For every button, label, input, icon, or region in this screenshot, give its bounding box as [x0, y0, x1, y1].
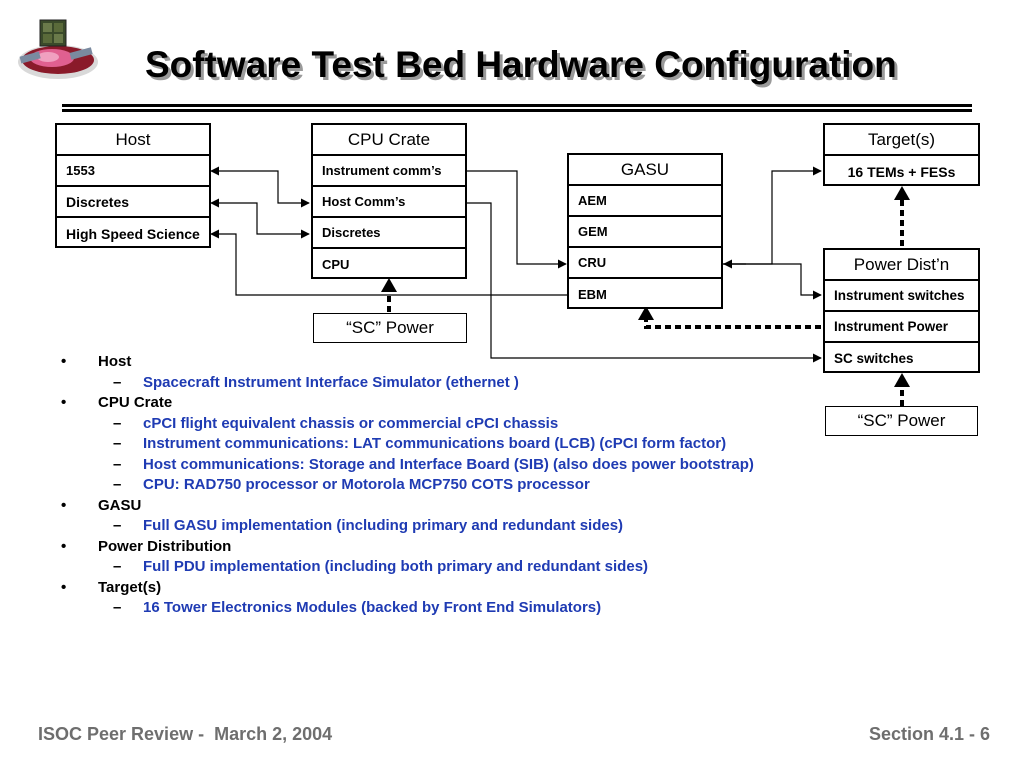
title-rule-bottom [62, 109, 972, 112]
targets-title: Target(s) [825, 125, 978, 156]
sub-bullet-tower-modules: –16 Tower Electronics Modules (backed by… [113, 599, 602, 616]
sc-power-left-box: “SC” Power [313, 313, 467, 343]
gasu-row-gem: GEM [569, 217, 721, 248]
host-row-discretes: Discretes [57, 187, 209, 218]
cpu-row-cpu: CPU [322, 257, 350, 272]
host-row-high-speed-science: High Speed Science [66, 225, 200, 242]
bullet-host: •Host [61, 353, 132, 370]
sub-bullet-pdu-impl: –Full PDU implementation (including both… [113, 558, 649, 575]
mission-logo-icon [18, 19, 98, 79]
footer-left: ISOC Peer Review - March 2, 2004 [38, 724, 333, 744]
host-row-1553: 1553 [57, 156, 209, 187]
cpu-row-instrument-comms: Instrument comm’s [313, 156, 465, 187]
power-row-instrument-switches: Instrument switches [825, 281, 978, 312]
power-link-gasu [644, 318, 821, 329]
link-instcomm-cru [467, 170, 567, 269]
bullet-list: •Host –Spacecraft Instrument Interface S… [58, 352, 958, 619]
sub-bullet-instrument-comms: –Instrument communications: LAT communic… [113, 435, 727, 452]
targets-box: Target(s) 16 TEMs + FESs [823, 123, 980, 186]
host-box: Host 1553 Discretes High Speed Science [55, 123, 211, 248]
footer-right: Section 4.1 - 6 [868, 724, 990, 744]
power-distribution-title: Power Dist’n [825, 250, 978, 281]
cpu-row-discretes: Discretes [313, 218, 465, 249]
cpu-crate-box: CPU Crate Instrument comm’s Host Comm’s … [311, 123, 467, 279]
power-row-instrument-power: Instrument Power [825, 312, 978, 343]
link-cru-powerswitches [723, 263, 822, 300]
link-hostcomm-scswitches [467, 202, 822, 363]
bullet-targets: •Target(s) [61, 578, 162, 596]
sc-power-right-box: “SC” Power [825, 406, 978, 436]
gasu-title: GASU [569, 155, 721, 186]
power-distribution-box: Power Dist’n Instrument switches Instrum… [823, 248, 980, 373]
sub-bullet-cpci-chassis: –cPCI flight equivalent chassis or comme… [113, 414, 559, 432]
link-cru-targets [723, 166, 822, 265]
bullet-cpu-crate: •CPU Crate [61, 394, 173, 411]
gasu-row-ebm: EBM [578, 287, 607, 302]
link-discretes [210, 198, 310, 239]
sub-bullet-gasu-impl: –Full GASU implementation (including pri… [113, 517, 624, 534]
bullet-gasu: •GASU [61, 496, 142, 514]
gasu-box: GASU AEM GEM CRU EBM [567, 153, 723, 309]
cpu-crate-title: CPU Crate [313, 125, 465, 156]
title-rule-top [62, 104, 972, 107]
gasu-row-aem: AEM [569, 186, 721, 217]
host-title: Host [57, 125, 209, 156]
bullet-power-distribution: •Power Distribution [61, 537, 232, 555]
sub-bullet-cpu: –CPU: RAD750 processor or Motorola MCP75… [113, 476, 590, 493]
link-hss-ebm [210, 229, 567, 296]
cpu-row-host-comms: Host Comm’s [313, 187, 465, 218]
targets-row-tems: 16 TEMs + FESs [847, 163, 956, 180]
slide-title: Software Test Bed Hardware Configuration [145, 44, 897, 85]
sub-bullet-host-comms: –Host communications: Storage and Interf… [113, 455, 754, 473]
sub-bullet-host-simulator: –Spacecraft Instrument Interface Simulat… [113, 373, 519, 391]
gasu-row-cru: CRU [569, 248, 721, 279]
power-row-sc-switches: SC switches [834, 351, 914, 366]
link-1553-hostcomms [210, 166, 310, 208]
